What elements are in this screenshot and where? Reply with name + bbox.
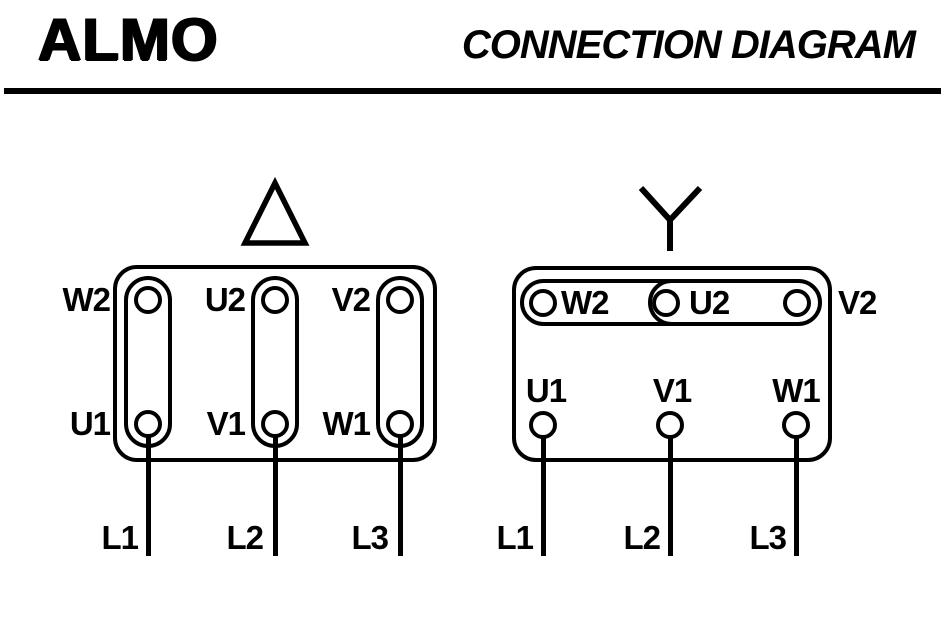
delta-label-v2: V2: [331, 281, 371, 318]
delta-terminal-u2: [261, 286, 289, 314]
star-wire-l3: [794, 436, 799, 556]
delta-wire-l3: [398, 434, 403, 556]
delta-label-w1: W1: [322, 405, 372, 442]
brand-logo: ALMO: [38, 6, 219, 73]
star-terminal-u2: [652, 289, 680, 317]
delta-label-u2: U2: [204, 281, 246, 318]
star-label-l1: L1: [496, 519, 534, 556]
star-label-v1: V1: [652, 372, 692, 409]
star-label-l3: L3: [749, 519, 787, 556]
delta-wire-l2: [273, 434, 278, 556]
star-label-w2: W2: [561, 284, 609, 321]
delta-terminal-v2: [386, 286, 414, 314]
delta-triangle-icon: [240, 176, 310, 246]
delta-wire-l1: [146, 434, 151, 556]
delta-label-l1: L1: [101, 519, 139, 556]
star-label-w1: W1: [772, 372, 821, 409]
delta-terminal-w1: [386, 410, 414, 438]
star-terminal-u1: [529, 411, 557, 439]
star-terminal-w2: [529, 289, 557, 317]
delta-terminal-v1: [261, 410, 289, 438]
delta-label-u1: U1: [69, 405, 111, 442]
header-divider: [4, 88, 941, 94]
star-wye-icon: [638, 185, 703, 251]
delta-label-v1: V1: [206, 405, 246, 442]
delta-terminal-u1: [134, 410, 162, 438]
delta-terminal-w2: [134, 286, 162, 314]
star-terminal-w1: [782, 411, 810, 439]
star-wire-l1: [541, 436, 546, 556]
star-label-v2: V2: [838, 284, 877, 321]
delta-label-l2: L2: [226, 519, 264, 556]
star-terminal-v2: [783, 289, 811, 317]
star-label-l2: L2: [623, 519, 661, 556]
delta-label-l3: L3: [351, 519, 389, 556]
star-label-u2: U2: [689, 284, 730, 321]
star-label-u1: U1: [525, 372, 567, 409]
star-terminal-v1: [656, 411, 684, 439]
page-title: CONNECTION DIAGRAM: [461, 23, 916, 67]
star-wire-l2: [668, 436, 673, 556]
delta-label-w2: W2: [62, 281, 112, 318]
